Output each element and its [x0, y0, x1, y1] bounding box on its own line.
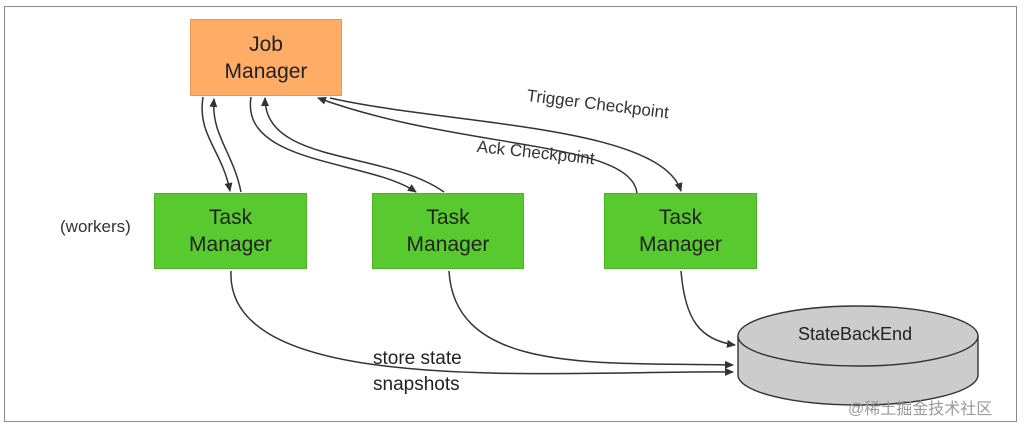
edge-tm1-to-state [230, 270, 734, 376]
watermark-text: @稀土掘金技术社区 [848, 401, 993, 418]
edge-ack-checkpoint [317, 96, 638, 194]
task-manager-node-2: Task Manager [372, 193, 524, 269]
task-manager-node-3: Task Manager [604, 193, 757, 269]
edge-tm3-to-state [680, 270, 736, 348]
task-manager-node-1: Task Manager [154, 193, 307, 269]
job-manager-label-line2: Manager [224, 59, 308, 83]
edge-jm-to-tm2 [249, 96, 417, 193]
diagram-frame [4, 6, 1017, 422]
edge-jm-to-tm1 [201, 96, 233, 192]
task-manager-3-label-line2: Manager [639, 233, 722, 256]
job-manager-node: Job Manager [190, 19, 342, 96]
store-state-label-line2: snapshots [373, 374, 460, 395]
workers-label: (workers) [60, 217, 131, 236]
edge-trigger-checkpoint [329, 97, 683, 192]
state-backend-cylinder [737, 305, 979, 406]
task-manager-2-label-line1: Task [426, 206, 470, 229]
state-backend-label: StateBackEnd [798, 324, 913, 344]
task-manager-2-label-line2: Manager [406, 233, 490, 256]
edge-tm1-to-jm [209, 98, 242, 193]
task-manager-1-label-line1: Task [208, 206, 253, 229]
task-manager-3-label-line1: Task [658, 206, 703, 229]
task-manager-1-label-line2: Manager [189, 233, 272, 256]
edge-tm2-to-state [448, 270, 734, 369]
store-state-label-line1: store state [373, 348, 462, 369]
edge-tm2-to-jm [261, 97, 445, 193]
job-manager-label-line1: Job [249, 32, 283, 56]
